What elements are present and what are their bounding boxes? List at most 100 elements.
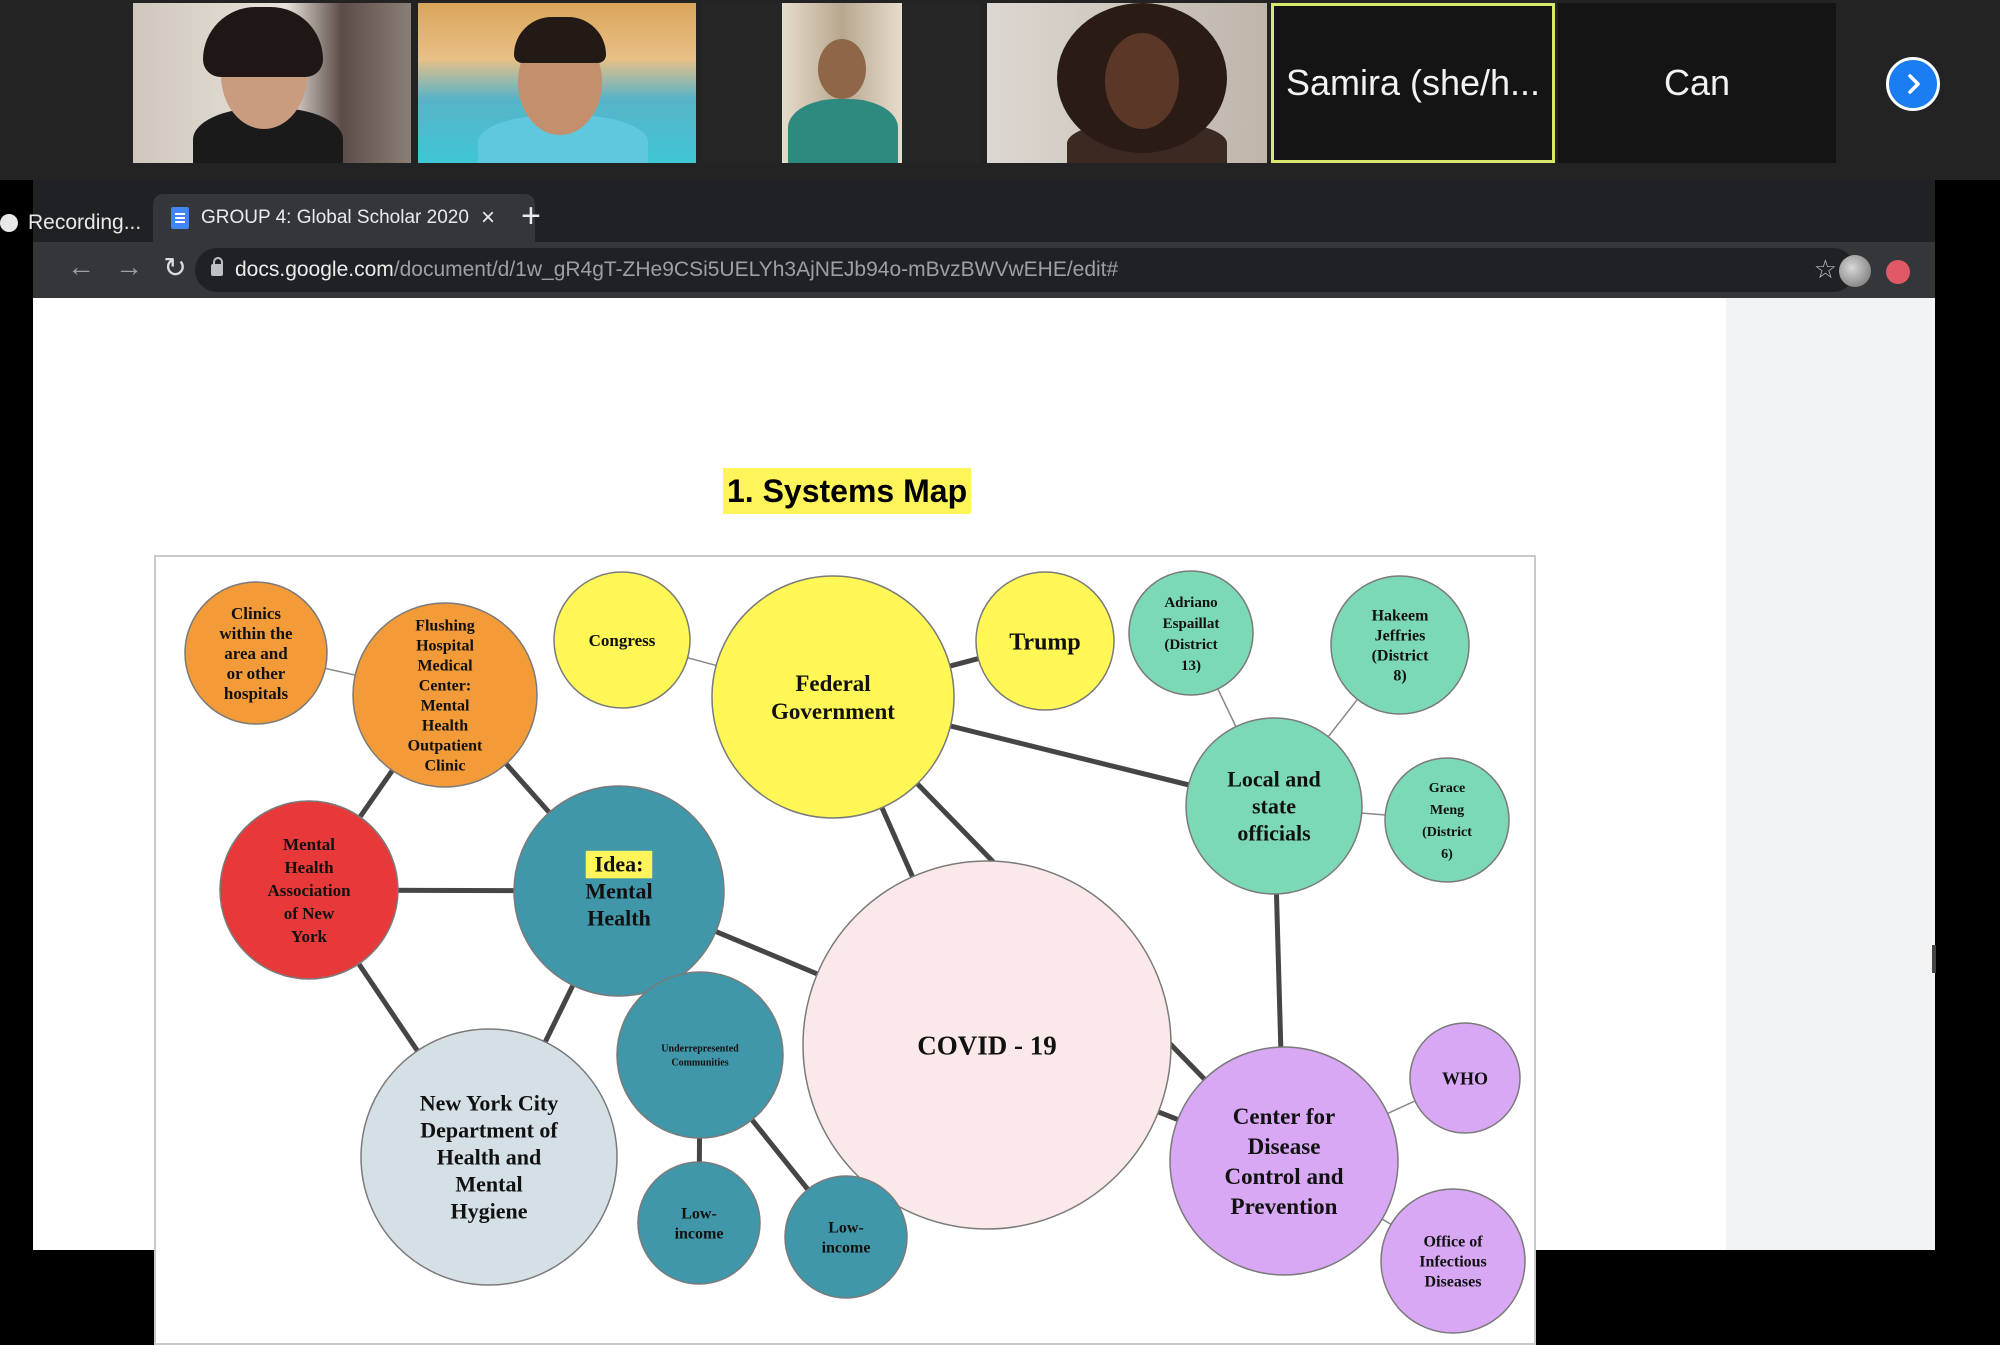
node-label-grace: Meng [1430,803,1464,818]
node-label-idea: Mental [585,879,652,904]
next-participants-button[interactable] [1886,57,1940,111]
node-label-hakeem: 8) [1393,668,1406,685]
node-label-nyc: New York City [420,1091,559,1116]
google-docs-icon [171,207,189,229]
node-label-adriano: Adriano [1164,595,1217,611]
node-label-lowinc2: income [822,1240,871,1257]
node-circle-grace [1384,757,1510,883]
participant-video-4[interactable] [987,3,1267,163]
node-label-local: state [1252,794,1296,819]
node-label-mha: Mental [283,835,335,854]
node-label-cdc: Control and [1224,1164,1343,1189]
node-circle-adriano [1128,570,1254,696]
node-label-flushing: Outpatient [408,738,483,755]
participant-video-2[interactable] [418,3,696,163]
node-label-lowinc1: income [675,1226,724,1243]
node-label-local: Local and [1227,767,1321,792]
node-label-trump: Trump [1009,629,1081,655]
node-circle-local [1185,717,1363,895]
node-covid[interactable]: COVID - 19 [802,860,1172,1230]
node-label-clinics: area and [224,644,288,663]
node-label-flushing: Medical [417,658,473,675]
node-label-oid: Diseases [1425,1274,1482,1291]
participant-name: Can [1663,62,1731,103]
node-flushing[interactable]: FlushingHospitalMedicalCenter:MentalHeal… [352,602,538,788]
node-lowinc2[interactable]: Low-income [784,1175,908,1299]
node-label-covid: COVID - 19 [917,1030,1057,1060]
node-label-nyc: Department of [420,1118,558,1143]
tab-title: GROUP 4: Global Scholar 2020 [201,207,469,228]
node-circle-clinics [184,581,328,725]
url-host: docs.google.com [235,258,394,281]
node-label-flushing: Clinic [425,758,466,775]
node-label-adriano: 13) [1181,658,1201,674]
node-circle-mha [219,800,399,980]
profile-avatar[interactable] [1839,255,1871,287]
node-label-clinics: Clinics [231,604,281,623]
lock-icon [211,257,223,276]
node-label-mha: of New [284,904,335,923]
chevron-right-icon [1908,74,1920,94]
node-who[interactable]: WHO [1409,1022,1521,1134]
participant-name-tile-samira[interactable]: Samira (she/h... [1271,3,1555,163]
node-trump[interactable]: Trump [975,571,1115,711]
node-label-clinics: hospitals [224,684,289,703]
reload-icon[interactable]: ↻ [163,252,187,283]
node-label-idea: Idea: [595,852,644,877]
back-arrow-icon[interactable]: ← [67,251,95,282]
window-edge-handle [1932,945,1936,973]
browser-toolbar: ← → ↻ docs.google.com /document/d/1w_gR4… [33,242,1935,298]
node-circle-cdc [1169,1046,1399,1276]
close-tab-icon[interactable]: × [481,204,496,231]
browser-tab[interactable]: GROUP 4: Global Scholar 2020 × [153,194,535,242]
node-lowinc1[interactable]: Low-income [637,1161,761,1285]
page-title: 1. Systems Map [723,468,972,514]
node-circle-who [1409,1022,1521,1134]
participant-video-3[interactable] [702,3,980,163]
node-label-nyc: Hygiene [451,1199,528,1224]
new-tab-button[interactable]: + [521,197,541,235]
node-label-cdc: Disease [1248,1134,1321,1159]
cloud-recording-icon [0,214,18,232]
node-label-local: officials [1237,821,1311,846]
bookmark-star-icon[interactable]: ☆ [1813,254,1837,284]
node-label-underrep: Communities [671,1058,728,1069]
node-label-flushing: Health [422,718,468,735]
node-label-congress: Congress [589,631,656,650]
node-circle-lowinc1 [637,1161,761,1285]
node-label-clinics: or other [227,664,286,683]
node-circle-federal [711,575,955,819]
node-label-oid: Office of [1423,1234,1483,1251]
node-circle-underrep [616,971,784,1139]
node-label-nyc: Mental [455,1172,522,1197]
node-label-mha: Association [267,881,351,900]
node-label-hakeem: Hakeem [1372,608,1430,625]
participant-video-1[interactable] [133,3,411,163]
document-side-margin [1726,298,1935,1250]
node-label-who: WHO [1442,1068,1488,1088]
node-label-hakeem: (District [1372,648,1430,665]
extension-icon[interactable] [1886,260,1910,284]
highlight-mark [585,850,653,879]
address-bar[interactable]: docs.google.com /document/d/1w_gR4gT-ZHe… [195,248,1855,292]
participant-name-tile-can[interactable]: Can [1558,3,1836,163]
forward-arrow-icon[interactable]: → [115,251,143,282]
recording-indicator: Recording... [0,203,148,243]
node-label-grace: (District [1422,825,1472,840]
node-congress[interactable]: Congress [553,571,691,709]
node-label-flushing: Center: [419,678,471,695]
